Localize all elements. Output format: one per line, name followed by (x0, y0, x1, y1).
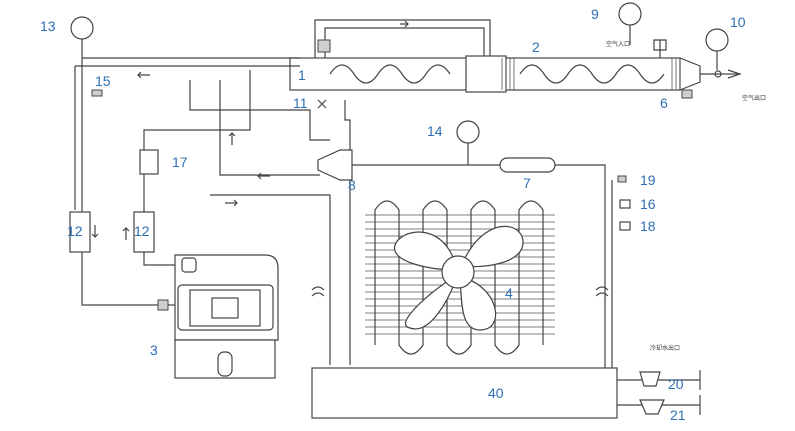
label-19: 19 (640, 172, 656, 188)
cooling-water-outlet-label: 冷却水出口 (650, 344, 680, 352)
label-12b: 12 (134, 223, 150, 239)
vertical-line-11 (344, 100, 351, 365)
discharge-to-tank (210, 194, 331, 365)
flow-arrow-up-2 (228, 132, 236, 145)
label-14: 14 (427, 123, 443, 139)
break-mark-left (311, 286, 325, 297)
valve-21 (639, 399, 665, 415)
label-8: 8 (348, 177, 356, 193)
fins-right (671, 58, 681, 90)
fan-4 (394, 225, 524, 331)
air-outlet-label: 空气出口 (742, 94, 766, 102)
label-21: 21 (670, 407, 686, 423)
left-piping (69, 57, 351, 365)
coil-1 (329, 64, 451, 84)
drain-6 (681, 89, 693, 99)
condenser-tube (374, 200, 544, 355)
valve-18 (619, 221, 631, 231)
receiver-7 (499, 157, 556, 173)
label-16: 16 (640, 196, 656, 212)
flow-arrow-up (122, 227, 130, 240)
pressure-gauges (70, 2, 729, 165)
gauge-13 (70, 16, 94, 40)
label-11: 11 (293, 95, 308, 111)
valve-15 (91, 89, 103, 97)
flow-arrow-left-2 (257, 172, 270, 180)
suction-line (81, 57, 300, 306)
discharge-line (143, 70, 251, 212)
outlet-valve (714, 70, 722, 78)
outlet-arrow (727, 69, 742, 79)
expansion-valve-8 (317, 149, 353, 181)
tank-body (311, 367, 618, 419)
label-1: 1 (298, 67, 306, 83)
top-bypass-pipe (314, 19, 491, 58)
filter-12-left (69, 211, 91, 253)
label-40: 40 (488, 385, 504, 401)
valve-19 (617, 175, 627, 183)
label-2: 2 (532, 39, 540, 55)
label-13: 13 (40, 18, 56, 34)
top-bypass-pipe-inner (324, 27, 485, 58)
flow-arrow-down (91, 225, 99, 238)
air-inlet-fitting (653, 39, 667, 58)
coil-2 (519, 64, 665, 84)
flow-arrow-top (400, 20, 409, 28)
fins-left (501, 58, 515, 90)
flow-arrow-right (225, 199, 238, 207)
condenser (311, 200, 609, 355)
gauge-10 (705, 28, 729, 52)
label-20: 20 (668, 376, 684, 392)
label-15: 15 (95, 73, 111, 89)
valve-17 (139, 149, 159, 175)
discharge-line-lower (143, 252, 180, 266)
label-4: 4 (505, 285, 513, 301)
heat-exchanger (289, 19, 742, 99)
label-18: 18 (640, 218, 656, 234)
label-3: 3 (150, 342, 158, 358)
valve-top (317, 39, 331, 53)
water-tank-40 (311, 367, 701, 419)
label-12a: 12 (67, 223, 83, 239)
valve-11 (317, 99, 327, 109)
expansion-and-receiver (317, 149, 631, 415)
bypass-line (189, 80, 330, 141)
label-6: 6 (660, 95, 668, 111)
valve-16 (619, 199, 631, 209)
air-inlet-label: 空气入口 (606, 40, 630, 48)
evaporator-section-1 (289, 57, 471, 91)
separator-box (465, 55, 507, 93)
return-line (219, 80, 320, 176)
suction-line-2 (74, 65, 300, 210)
gauge-14 (456, 120, 480, 144)
label-7: 7 (523, 175, 531, 191)
gauge-9 (618, 2, 642, 26)
break-mark-right (595, 286, 609, 297)
compressor-3 (157, 254, 279, 379)
liquid-line-right (555, 164, 606, 415)
valve-20 (639, 371, 661, 387)
label-10: 10 (730, 14, 746, 30)
flow-arrow-left (137, 71, 150, 79)
label-17: 17 (172, 154, 188, 170)
label-9: 9 (591, 6, 599, 22)
outlet-cone (679, 57, 701, 91)
